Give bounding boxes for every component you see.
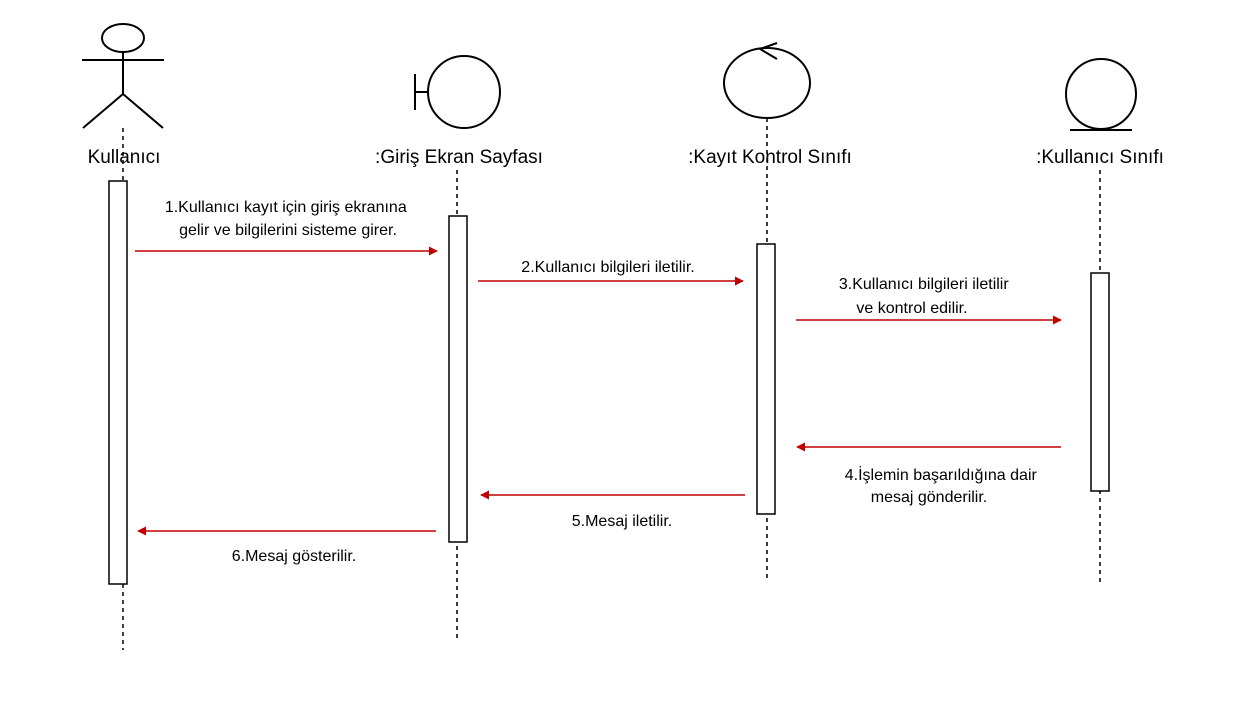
message-label-line: 4.İşlemin başarıldığına dair: [845, 465, 1038, 484]
activation-bar-control: [756, 243, 776, 515]
activation-bar-entity: [1090, 272, 1110, 492]
message-label-line: 5.Mesaj iletilir.: [572, 513, 672, 530]
participant-label-control: :Kayıt Kontrol Sınıfı: [688, 147, 852, 168]
boundary-icon: [414, 55, 501, 129]
message-label-line: gelir ve bilgilerini sisteme girer.: [179, 222, 397, 239]
actor-icon: [82, 23, 164, 129]
participant-label-entity: :Kullanıcı Sınıfı: [1036, 147, 1164, 168]
control-icon: [723, 42, 811, 119]
message-label-line: 2.Kullanıcı bilgileri iletilir.: [521, 259, 694, 276]
message-label-line: 1.Kullanıcı kayıt için giriş ekranına: [165, 199, 407, 216]
participant-label-user: Kullanıcı: [88, 147, 161, 168]
message-label-line: 3.Kullanıcı bilgileri iletilir: [839, 276, 1010, 293]
message-label-3: 3.Kullanıcı bilgileri iletilir ve kontro…: [839, 276, 1013, 317]
entity-icon: [1065, 58, 1137, 131]
activation-bar-user: [108, 180, 128, 585]
message-label-line: 6.Mesaj gösterilir.: [232, 548, 357, 565]
participant-label-boundary: :Giriş Ekran Sayfası: [375, 147, 543, 168]
message-label-5: 5.Mesaj iletilir.: [572, 513, 672, 530]
message-label-6: 6.Mesaj gösterilir.: [232, 548, 357, 565]
message-label-line: mesaj gönderilir.: [871, 489, 988, 506]
message-label-1: 1.Kullanıcı kayıt için giriş ekranına ge…: [165, 199, 411, 239]
message-label-line: ve kontrol edilir.: [856, 300, 967, 317]
activation-bar-boundary: [448, 215, 468, 543]
message-label-4: 4.İşlemin başarıldığına dair mesaj gönde…: [845, 465, 1042, 506]
message-label-2: 2.Kullanıcı bilgileri iletilir.: [521, 259, 694, 276]
